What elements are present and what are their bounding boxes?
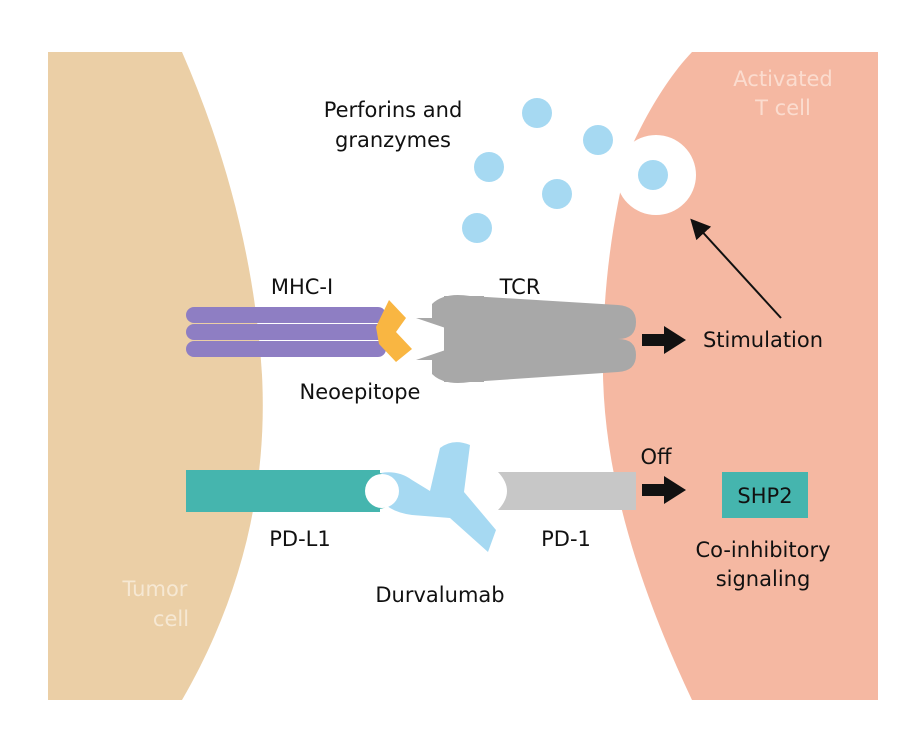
perforins-label-line1: Perforins and [324, 98, 463, 122]
t-cell-label-line2: T cell [754, 96, 811, 120]
tumor-cell-label-line2: cell [153, 607, 189, 631]
mhc-i-label: MHC-I [271, 275, 333, 299]
granule [462, 213, 492, 243]
perforins-label-line2: granzymes [335, 128, 451, 152]
tumor-cell-label-line1: Tumor [122, 577, 188, 601]
stimulation-to-granule-arrow [690, 218, 782, 319]
tcr-molecule [416, 295, 636, 383]
stimulation-arrow [642, 326, 686, 354]
granule [474, 152, 504, 182]
pd-l1-label: PD-L1 [269, 527, 330, 551]
tumor-cell [48, 52, 263, 700]
coinhibitory-label-line2: signaling [716, 567, 811, 591]
pd-l1-molecule [186, 470, 396, 512]
granule [522, 98, 552, 128]
mhc-i-molecule [186, 307, 386, 357]
shp2-label: SHP2 [737, 484, 792, 508]
neoepitope [376, 300, 412, 362]
granule [542, 179, 572, 209]
pd-1-label: PD-1 [541, 527, 591, 551]
t-cell-label-line1: Activated [733, 67, 832, 91]
off-label: Off [641, 445, 673, 469]
durvalumab-antibody [381, 442, 496, 552]
stimulation-label: Stimulation [703, 328, 823, 352]
pd-1-molecule [498, 472, 636, 510]
off-arrow [642, 476, 686, 504]
shp2-box [722, 472, 808, 518]
tcr-label: TCR [499, 275, 541, 299]
neoepitope-label: Neoepitope [300, 380, 421, 404]
granule [583, 125, 613, 155]
coinhibitory-label-line1: Co-inhibitory [695, 538, 830, 562]
granule [638, 160, 668, 190]
durvalumab-label: Durvalumab [375, 583, 504, 607]
t-cell [602, 52, 878, 700]
